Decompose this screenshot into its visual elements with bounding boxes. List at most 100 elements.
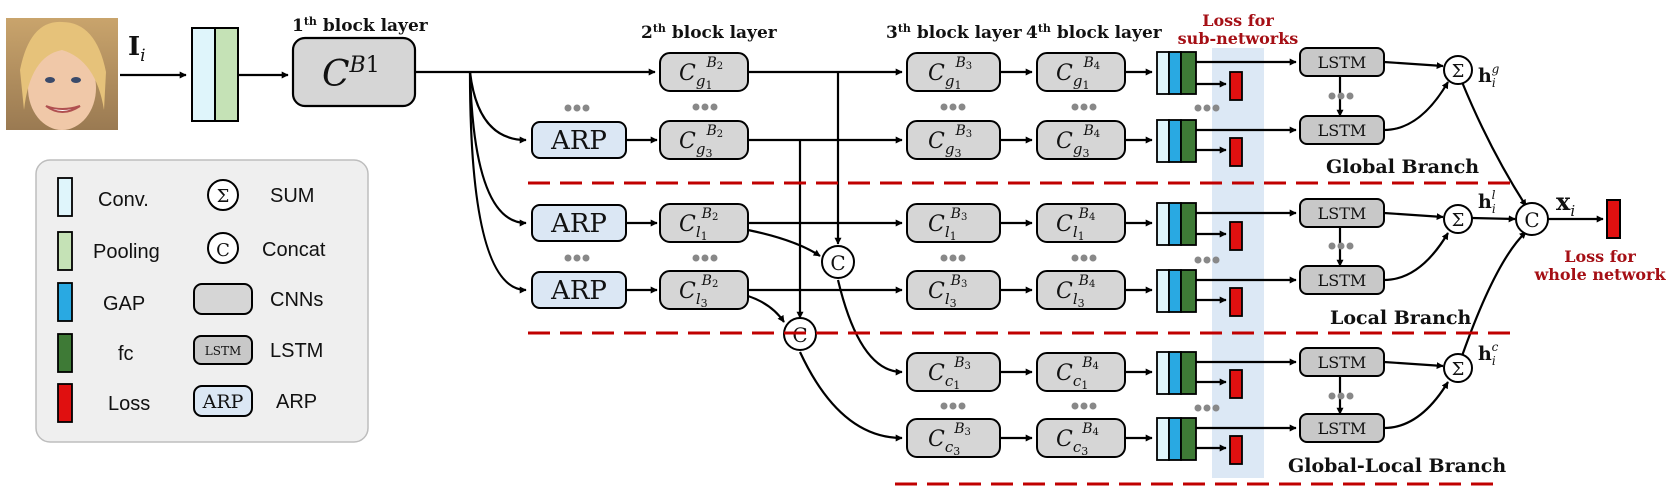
legend-lstm-swatch	[193, 335, 253, 365]
svg-text:Cl1B4: Cl1B4	[1056, 206, 1095, 243]
h-global-label: hig	[1478, 62, 1500, 90]
legend-lstm-text: LSTM	[270, 340, 323, 362]
svg-text:ARP: ARP	[202, 391, 244, 413]
input-face-image	[6, 18, 118, 130]
lstm-c-bottom	[1299, 413, 1385, 443]
subnetwork-loss-highlight	[1212, 48, 1264, 478]
block3-c3	[906, 418, 1001, 458]
layer2-header: 2th block layer	[641, 22, 778, 43]
svg-text:Σ: Σ	[217, 186, 230, 207]
svg-text:ARP: ARP	[550, 209, 607, 239]
ellipsis-dots	[564, 92, 1354, 412]
svg-text:LSTM: LSTM	[1318, 204, 1367, 223]
concat-node-1	[821, 245, 855, 279]
svg-text:Cl3B3: Cl3B3	[928, 273, 967, 310]
legend-sum-text: SUM	[270, 185, 314, 207]
layer3-header: 3th block layer	[886, 22, 1023, 43]
svg-text:LSTM: LSTM	[1318, 53, 1367, 72]
h-global-local-label: hic	[1478, 340, 1499, 368]
svg-text:LSTM: LSTM	[1318, 271, 1367, 290]
subnetwork-loss-bars	[1229, 71, 1243, 465]
concat-nodes: C C C	[783, 202, 1549, 351]
global-local-branch-label: Global-Local Branch	[1288, 455, 1506, 477]
svg-text:ARP: ARP	[550, 126, 607, 156]
block2-l3	[659, 270, 749, 310]
sum-nodes: Σ Σ Σ	[1443, 55, 1473, 383]
feature-strips	[1156, 51, 1197, 461]
lstm-l-bottom	[1299, 265, 1385, 295]
svg-text:Cg1B4: Cg1B4	[1056, 55, 1100, 92]
svg-text:Cl1B3: Cl1B3	[928, 206, 967, 243]
block4-l1	[1036, 203, 1126, 243]
svg-text:LSTM: LSTM	[1318, 419, 1367, 438]
x-output-label: xi	[1556, 187, 1575, 220]
svg-text:Cg3B3: Cg3B3	[928, 123, 972, 160]
svg-text:Σ: Σ	[1452, 61, 1465, 82]
svg-text:Cg3B4: Cg3B4	[1056, 123, 1100, 160]
block1-label: CB1	[322, 53, 380, 95]
svg-text:Cl3B4: Cl3B4	[1056, 273, 1095, 310]
svg-text:Cg3B2: Cg3B2	[679, 123, 723, 160]
legend-arp-swatch	[193, 385, 253, 417]
block3-l1	[906, 203, 1001, 243]
lstm-g-top	[1299, 47, 1385, 77]
lstm-c-top	[1299, 347, 1385, 377]
concat-node-final	[1515, 202, 1549, 236]
legend-loss-swatch	[57, 383, 73, 423]
block4-g3	[1036, 120, 1126, 160]
svg-text:Cl3B2: Cl3B2	[679, 273, 718, 310]
cnn-blocks: Cg1B2 Cg3B2 Cl1B2 Cl3B2 Cg1B3 Cg3B3 Cl1B…	[659, 52, 1126, 458]
stem-pooling-block	[214, 27, 239, 122]
block3-g3	[906, 120, 1001, 160]
h-local-label: hil	[1478, 188, 1496, 216]
legend-arp-text: ARP	[276, 391, 317, 413]
lstm-l-top	[1299, 198, 1385, 228]
block2-l1	[659, 203, 749, 243]
legend: Conv. Pooling GAP fc Loss Σ SUM C Concat…	[35, 159, 369, 443]
block3-c1	[906, 352, 1001, 392]
svg-text:Σ: Σ	[1452, 359, 1465, 380]
svg-text:Cc1B4: Cc1B4	[1056, 355, 1099, 392]
lstm-blocks: LSTM LSTM LSTM LSTM LSTM LSTM	[1299, 47, 1385, 443]
svg-text:LSTM: LSTM	[1318, 353, 1367, 372]
svg-text:LSTM: LSTM	[1318, 121, 1367, 140]
arp-blocks: ARP ARP ARP	[531, 121, 627, 309]
block3-l3	[906, 270, 1001, 310]
legend-pooling-swatch	[57, 231, 73, 271]
input-label: Ii	[128, 32, 146, 66]
legend-loss-text: Loss	[108, 393, 150, 415]
whole-network-loss-bar	[1606, 199, 1621, 239]
sum-node-local	[1443, 204, 1473, 234]
arp-l1	[531, 204, 627, 242]
svg-text:Cg1B2: Cg1B2	[679, 55, 723, 92]
block4-c1	[1036, 352, 1126, 392]
svg-text:Cl1B2: Cl1B2	[679, 206, 718, 243]
legend-pooling-text: Pooling	[93, 241, 160, 263]
svg-text:C: C	[216, 240, 230, 261]
legend-conv-text: Conv.	[98, 189, 149, 211]
global-branch-label: Global Branch	[1326, 156, 1479, 178]
block4-c3	[1036, 418, 1126, 458]
svg-text:LSTM: LSTM	[205, 344, 241, 358]
svg-text:C: C	[830, 251, 845, 275]
legend-cnns-text: CNNs	[270, 289, 323, 311]
svg-text:Σ: Σ	[1452, 210, 1465, 231]
legend-sum-icon	[207, 179, 239, 211]
svg-text:Cc1B3: Cc1B3	[928, 355, 971, 392]
layer4-header: 4th block layer	[1026, 22, 1163, 43]
block2-g3	[659, 120, 749, 160]
svg-text:ARP: ARP	[550, 276, 607, 306]
block3-g1	[906, 52, 1001, 92]
arp-g3	[531, 121, 627, 159]
block2-g1	[659, 52, 749, 92]
layer1-header: 1th block layer	[292, 15, 429, 36]
arp-l3	[531, 271, 627, 309]
branch-separators	[528, 181, 1510, 486]
legend-conv-swatch	[57, 177, 73, 217]
sum-node-global	[1443, 55, 1473, 85]
lstm-g-bottom	[1299, 115, 1385, 145]
legend-concat-text: Concat	[262, 239, 326, 261]
svg-text:C: C	[1524, 208, 1539, 232]
